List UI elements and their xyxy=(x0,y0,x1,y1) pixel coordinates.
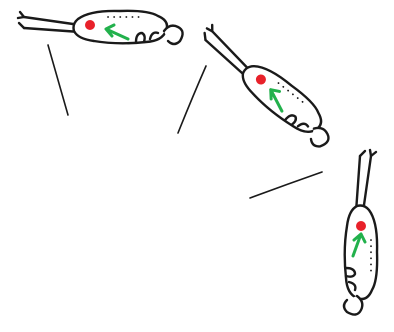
diver-pose-3 xyxy=(344,150,377,315)
diver-body-icon xyxy=(191,23,341,150)
diver-pose-1 xyxy=(18,11,183,44)
diver-body-icon xyxy=(18,11,183,44)
trajectory-segment-2 xyxy=(178,66,206,133)
diver-pose-2 xyxy=(191,23,341,150)
trajectory-segment-1 xyxy=(48,45,68,115)
trajectory-path xyxy=(48,45,322,198)
diver-body-icon xyxy=(344,150,377,315)
center-of-mass-dot xyxy=(356,221,366,231)
center-of-mass-dot xyxy=(85,20,95,30)
trajectory-segment-3 xyxy=(250,172,322,198)
